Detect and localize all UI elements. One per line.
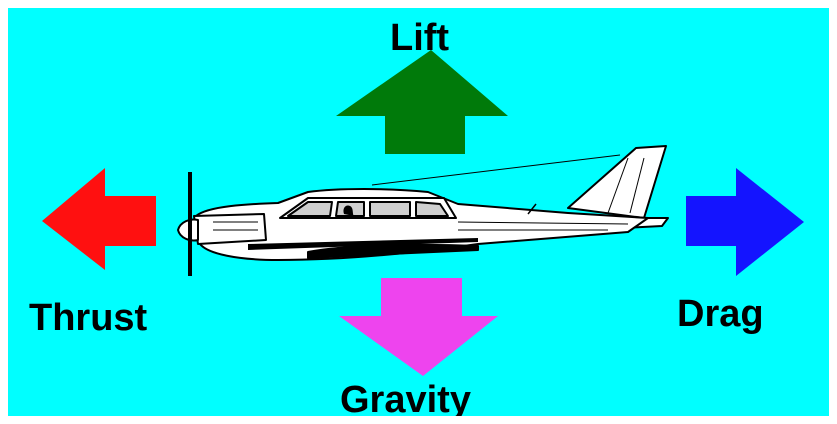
drag-arrow-shape [686,168,804,276]
lift-arrow-shape [336,50,508,154]
forces-diagram: Lift Thrust Drag Gravity [8,8,829,416]
lift-arrow [336,50,508,154]
thrust-arrow-shape [42,168,156,270]
thrust-arrow [42,168,156,270]
lift-label: Lift [390,17,450,59]
gravity-label: Gravity [340,379,471,416]
airplane-icon [177,145,669,276]
thrust-label: Thrust [29,297,148,339]
gravity-arrow-shape [339,278,498,376]
drag-arrow [686,168,804,276]
gravity-arrow [339,278,498,376]
drag-label: Drag [677,293,764,335]
